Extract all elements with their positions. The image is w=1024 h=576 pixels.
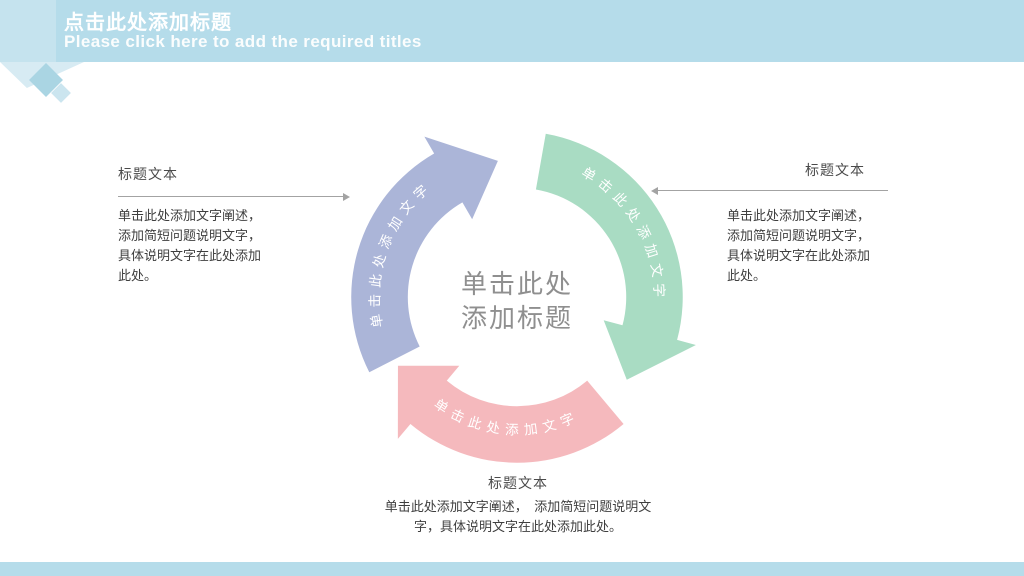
bottom-annotation-body[interactable]: 单击此处添加文字阐述， 添加简短问题说明文字，具体说明文字在此处添加此处。 (384, 499, 652, 535)
center-title-line2: 添加标题 (460, 302, 573, 333)
diagram-center-title[interactable]: 单击此处 添加标题 (432, 268, 602, 336)
cycle-arrow-green[interactable] (535, 133, 696, 380)
cycle-diagram: 单击此处添加文字 单击此处添加文字 单击此处添加文字 (351, 133, 696, 463)
left-arrowhead-icon (651, 187, 658, 195)
slide-subtitle[interactable]: Please click here to add the required ti… (64, 32, 422, 51)
slide-title[interactable]: 点击此处添加标题 (64, 12, 232, 34)
right-annotation-title[interactable]: 标题文本 (805, 162, 865, 178)
header-highlight (0, 0, 56, 62)
cycle-arrow-pink[interactable] (397, 365, 624, 463)
cycle-arrow-blue[interactable] (351, 136, 498, 373)
bottom-annotation-title[interactable]: 标题文本 (488, 475, 548, 491)
right-annotation-line (651, 187, 888, 195)
center-title-line1: 单击此处 (460, 269, 573, 299)
left-annotation-line (118, 193, 350, 201)
footer-bar (0, 562, 1024, 576)
left-annotation-title[interactable]: 标题文本 (118, 166, 178, 182)
left-annotation-body[interactable]: 单击此处添加文字阐述，添加简短问题说明文字，具体说明文字在此处添加此处。 (118, 208, 262, 284)
right-annotation-body[interactable]: 单击此处添加文字阐述，添加简短问题说明文字，具体说明文字在此处添加此处。 (727, 208, 871, 284)
header-bar: 点击此处添加标题 Please click here to add the re… (0, 0, 1024, 62)
right-arrowhead-icon (343, 193, 350, 201)
